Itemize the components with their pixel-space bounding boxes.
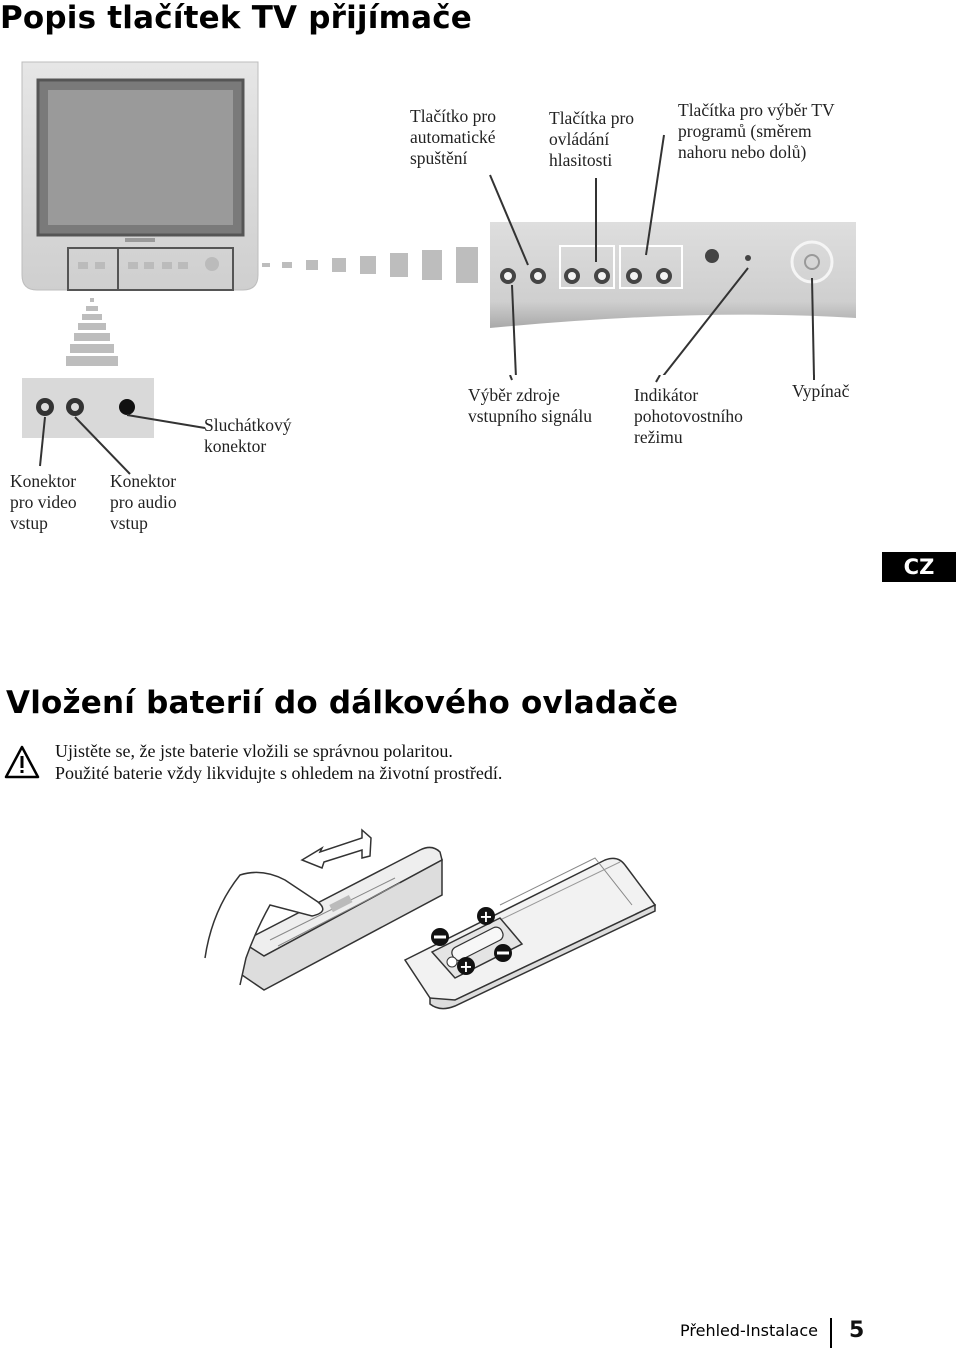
page-number: 5 [849, 1318, 865, 1343]
leader-lines [489, 134, 815, 375]
control-panel-zoom [490, 222, 856, 328]
footer-section: Přehled-Instalace [680, 1321, 818, 1340]
page-title: Popis tlačítek TV přijímače [0, 0, 473, 36]
polarity-markers: + + [431, 907, 512, 976]
tv-illustration [21, 61, 856, 375]
zoom-wedge-down [66, 298, 118, 366]
zoom-wedge-right [262, 247, 478, 283]
svg-text:+: + [459, 957, 472, 976]
slide-arrow-icon [300, 828, 372, 869]
video-jack [36, 398, 54, 416]
label-power-switch: Vypínač [792, 381, 850, 401]
warning-icon [4, 745, 40, 779]
svg-text:+: + [479, 907, 492, 926]
tv-set [21, 61, 259, 291]
hand [204, 871, 324, 986]
jack-panel-illustration [22, 375, 815, 475]
headphone-jack [119, 399, 135, 415]
remote-battery-illustration: + + [204, 828, 657, 1010]
language-tag: CZ [882, 552, 956, 582]
warning-text: Ujistěte se, že jste baterie vložili se … [55, 741, 503, 783]
audio-jack [66, 398, 84, 416]
footer-divider [830, 1318, 832, 1348]
section-heading-battery: Vložení baterií do dálkového ovladače [6, 685, 679, 721]
